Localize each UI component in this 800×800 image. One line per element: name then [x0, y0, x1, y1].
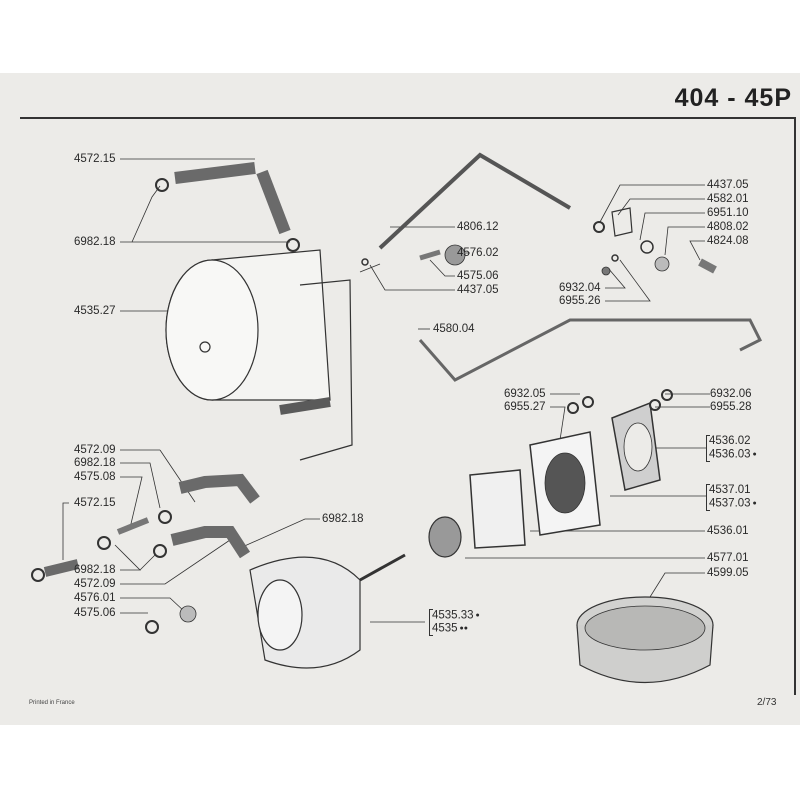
part-label-4535-33: 4535.33	[432, 609, 480, 623]
part-label-4536-02: 4536.02	[709, 435, 751, 447]
part-label-6955-28: 6955.28	[710, 401, 752, 413]
part-label-6951-10: 6951.10	[707, 207, 749, 219]
part-label-4575-06: 4575.06	[74, 607, 116, 619]
bracket-4537	[706, 484, 710, 511]
part-label-6955-27: 6955.27	[504, 401, 546, 413]
part-label-4437-05: 4437.05	[457, 284, 499, 296]
part-label-4536-03: 4536.03	[709, 448, 757, 462]
part-label-6982-18-d: 6982.18	[322, 513, 364, 525]
part-label-4437-05-b: 4437.05	[707, 179, 749, 191]
part-label-6955-26: 6955.26	[559, 295, 601, 307]
part-label-4572-09-b: 4572.09	[74, 578, 116, 590]
part-label-4536-01: 4536.01	[707, 525, 749, 537]
part-label-4575-08: 4575.08	[74, 471, 116, 483]
frame-right-rule	[794, 117, 796, 695]
part-label-6982-18-b: 6982.18	[74, 457, 116, 469]
part-label-4535: 4535	[432, 622, 468, 636]
part-label-4572-15-b: 4572.15	[74, 497, 116, 509]
part-label-4577-01: 4577.01	[707, 552, 749, 564]
page-title: 404 - 45P	[674, 84, 792, 112]
page-number: 2/73	[757, 697, 777, 708]
part-label-6982-18: 6982.18	[74, 236, 116, 248]
frame-top-rule	[20, 117, 795, 119]
part-label-4808-02: 4808.02	[707, 221, 749, 233]
part-label-4572-15: 4572.15	[74, 153, 116, 165]
part-label-6932-04: 6932.04	[559, 282, 601, 294]
bracket-4535	[429, 609, 433, 636]
part-label-4535-27: 4535.27	[74, 305, 116, 317]
part-label-4575-06-b: 4575.06	[457, 270, 499, 282]
part-label-4572-09: 4572.09	[74, 444, 116, 456]
part-label-6982-18-c: 6982.18	[74, 564, 116, 576]
part-label-4806-12: 4806.12	[457, 221, 499, 233]
part-label-4599-05: 4599.05	[707, 567, 749, 579]
part-label-4576-01: 4576.01	[74, 592, 116, 604]
part-label-4582-01: 4582.01	[707, 193, 749, 205]
part-label-4824-08: 4824.08	[707, 235, 749, 247]
part-label-6932-05: 6932.05	[504, 388, 546, 400]
printed-in-note: Printed in France	[29, 700, 75, 706]
part-label-6932-06: 6932.06	[710, 388, 752, 400]
part-label-4537-01: 4537.01	[709, 484, 751, 496]
part-label-4537-03: 4537.03	[709, 497, 757, 511]
part-label-4576-02: 4576.02	[457, 247, 499, 259]
part-label-4580-04: 4580.04	[433, 323, 475, 335]
bracket-4536	[706, 435, 710, 462]
